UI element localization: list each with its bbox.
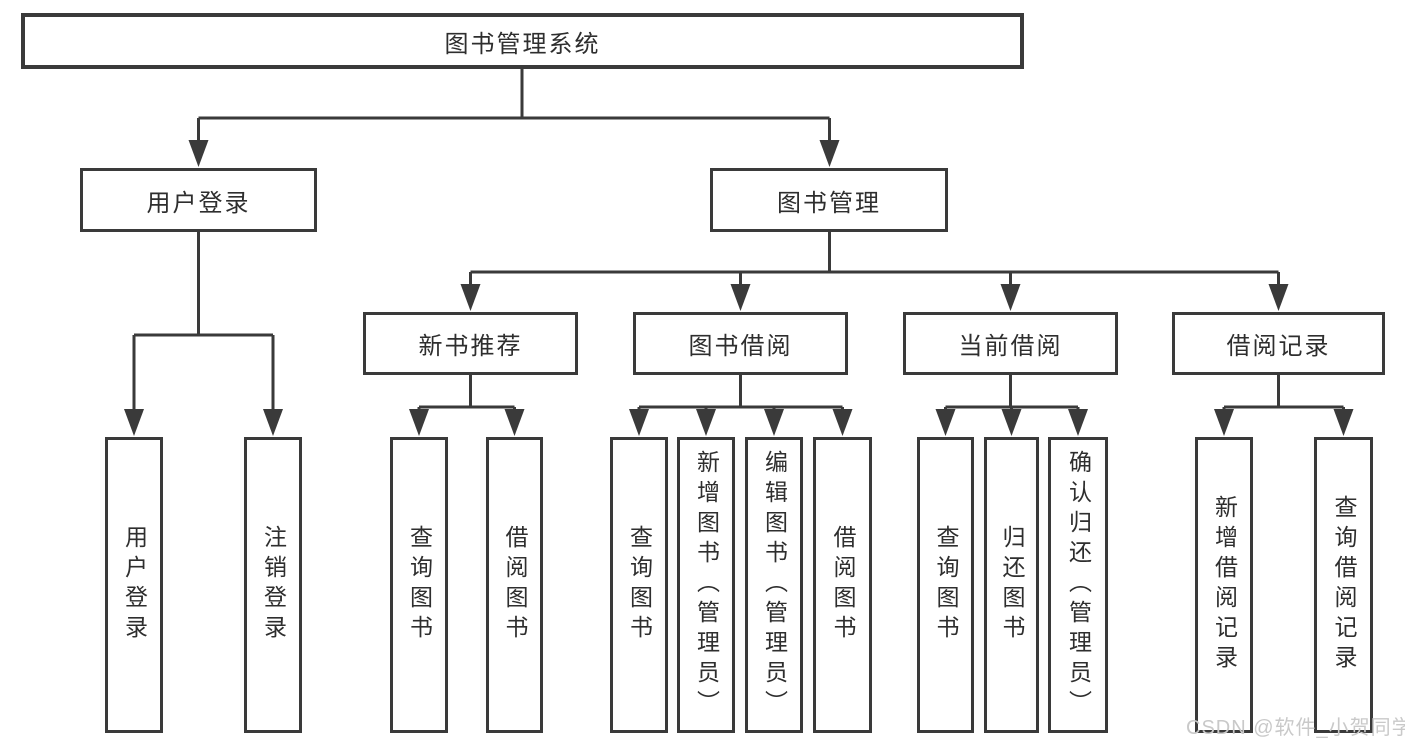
node-label: 确认归还（管理员）: [1065, 450, 1092, 720]
arrow-icon: [1000, 284, 1021, 311]
arrow-icon: [188, 140, 209, 167]
node-label: 图书管理: [777, 189, 881, 217]
node-label: 用户登录: [146, 189, 251, 217]
arrow-icon: [730, 284, 751, 311]
arrow-icon: [1268, 284, 1289, 311]
csdn-watermark: CSDN @软件_小贺同学: [1186, 717, 1405, 739]
node-label: 图书管理系统: [444, 30, 601, 58]
node-label: 查询图书: [933, 525, 959, 645]
node-label: 图书借阅: [688, 333, 793, 360]
arrow-icon: [504, 409, 525, 436]
node-library-management-system: 图书管理系统: [21, 13, 1024, 69]
arrow-icon: [935, 409, 956, 436]
arrow-icon: [629, 409, 649, 436]
leaf-query-books-recommendation: 查询图书: [390, 437, 448, 733]
arrow-icon: [409, 409, 429, 436]
leaf-query-books-current: 查询图书: [917, 437, 974, 733]
leaf-borrow-books-recommendation: 借阅图书: [486, 437, 543, 733]
node-new-book-recommendation: 新书推荐: [363, 312, 578, 375]
leaf-add-borrow-record: 新增借阅记录: [1195, 437, 1253, 733]
node-label: 用户登录: [121, 525, 148, 645]
arrow-icon: [1214, 409, 1234, 436]
node-label: 借阅图书: [502, 525, 528, 645]
leaf-add-books-admin: 新增图书（管理员）: [677, 437, 735, 733]
leaf-confirm-return-admin: 确认归还（管理员）: [1048, 437, 1108, 733]
leaf-return-books: 归还图书: [984, 437, 1039, 733]
leaf-user-login: 用户登录: [105, 437, 163, 733]
leaf-borrow-books-borrowing: 借阅图书: [813, 437, 872, 733]
leaf-logout: 注销登录: [244, 437, 302, 733]
leaf-query-borrow-record: 查询借阅记录: [1314, 437, 1373, 733]
edge-userlogin-to-leaves: [132, 232, 275, 412]
node-label: 当前借阅: [958, 333, 1063, 360]
arrow-icon: [124, 409, 144, 436]
arrow-icon: [263, 409, 283, 436]
arrow-icon: [696, 409, 716, 436]
node-label: 注销登录: [260, 525, 287, 645]
node-label: 借阅记录: [1226, 333, 1331, 360]
node-label: 编辑图书（管理员）: [761, 450, 788, 720]
arrow-icon: [1333, 409, 1354, 436]
arrowheads: [124, 140, 1354, 436]
arrow-icon: [1001, 409, 1022, 436]
node-current-borrowing: 当前借阅: [903, 312, 1118, 375]
edge-bookborrow-to-leaves: [637, 375, 844, 412]
node-label: 查询图书: [626, 525, 653, 645]
arrow-icon: [460, 284, 481, 311]
leaf-edit-books-admin: 编辑图书（管理员）: [745, 437, 803, 733]
node-book-borrowing: 图书借阅: [633, 312, 848, 375]
node-label: 归还图书: [999, 525, 1025, 645]
arrow-icon: [1068, 409, 1088, 436]
edge-borrowrecords-to-leaves: [1222, 375, 1345, 412]
edge-root-to-level2: [197, 68, 831, 144]
node-label: 借阅图书: [830, 525, 856, 645]
node-label: 新增借阅记录: [1211, 495, 1238, 675]
node-label: 查询图书: [406, 525, 433, 645]
arrow-icon: [764, 409, 784, 436]
leaf-query-books-borrowing: 查询图书: [610, 437, 668, 733]
node-user-login: 用户登录: [80, 168, 317, 232]
arrow-icon: [832, 409, 853, 436]
node-label: 查询借阅记录: [1331, 495, 1357, 675]
node-borrowing-records: 借阅记录: [1172, 312, 1385, 375]
edge-newbookrec-to-leaves: [417, 375, 516, 412]
edge-currentborrow-to-leaves: [944, 375, 1080, 412]
node-label: 新增图书（管理员）: [693, 450, 720, 720]
node-book-management: 图书管理: [710, 168, 948, 232]
node-label: 新书推荐: [418, 333, 523, 360]
arrow-icon: [819, 140, 840, 167]
edge-bookmgmt-to-level3: [469, 232, 1280, 288]
